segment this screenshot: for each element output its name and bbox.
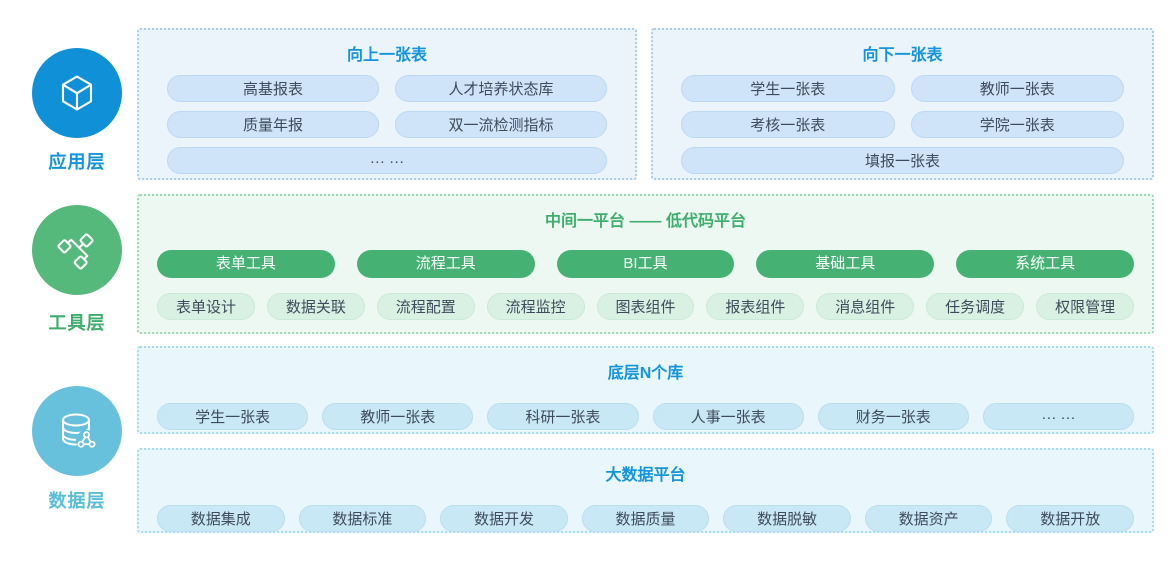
pill-feature-8: 权限管理 (1036, 293, 1135, 320)
pill-bigdata-0: 数据集成 (157, 505, 285, 532)
tool-pills-row: 表单工具 流程工具 BI工具 基础工具 系统工具 (139, 250, 1152, 278)
bigdata-platform-box: 大数据平台 数据集成 数据标准 数据开发 数据质量 数据脱敏 数据资产 数据开放 (137, 448, 1154, 533)
pill-bigdata-5: 数据资产 (864, 505, 993, 532)
pill-feature-6: 消息组件 (816, 293, 915, 320)
layer-data: 数据层 (22, 386, 132, 513)
pill-bigdata-2: 数据开发 (440, 505, 568, 532)
lowcode-platform-title: 中间一平台 —— 低代码平台 (545, 213, 746, 230)
bigdata-platform-title: 大数据平台 (605, 467, 686, 484)
pill-bigdata-1: 数据标准 (298, 505, 427, 532)
down-table-title: 向下一张表 (862, 47, 943, 64)
pill-feature-1: 数据关联 (266, 293, 365, 320)
up-table-pills: 高基报表 人才培养状态库 质量年报 双一流检测指标 ··· ··· (139, 65, 635, 174)
n-databases-pills: 学生一张表 教师一张表 科研一张表 人事一张表 财务一张表 ··· ··· (139, 403, 1152, 430)
pill-down-2: 考核一张表 (681, 111, 895, 138)
pill-down-3: 学院一张表 (910, 111, 1124, 138)
pill-ndb-4: 财务一张表 (817, 403, 969, 430)
layer-tool-label: 工具层 (48, 313, 106, 333)
sitemap-icon (32, 205, 122, 295)
layer-app: 应用层 (22, 48, 132, 174)
pill-up-0: 高基报表 (167, 75, 379, 102)
pill-bigdata-3: 数据质量 (581, 505, 710, 532)
pill-tool-3: 基础工具 (756, 250, 935, 278)
cube-icon (32, 48, 122, 138)
pill-ndb-1: 教师一张表 (322, 403, 474, 430)
pill-tool-4: 系统工具 (956, 250, 1134, 278)
lowcode-platform-box: 中间一平台 —— 低代码平台 表单工具 流程工具 BI工具 基础工具 系统工具 … (137, 194, 1154, 334)
pill-tool-0: 表单工具 (157, 250, 335, 278)
down-table-pills: 学生一张表 教师一张表 考核一张表 学院一张表 填报一张表 (653, 65, 1152, 174)
pill-feature-7: 任务调度 (926, 293, 1025, 320)
pill-tool-2: BI工具 (556, 250, 735, 278)
pill-ndb-3: 人事一张表 (652, 403, 804, 430)
pill-down-4: 填报一张表 (681, 147, 1124, 174)
pill-up-ellipsis: ··· ··· (167, 147, 607, 174)
pill-feature-5: 报表组件 (706, 293, 805, 320)
pill-feature-3: 流程监控 (486, 293, 585, 320)
pill-bigdata-4: 数据脱敏 (723, 505, 851, 532)
pill-down-1: 教师一张表 (910, 75, 1124, 102)
pill-up-1: 人才培养状态库 (395, 75, 607, 102)
pill-bigdata-6: 数据开放 (1006, 505, 1135, 532)
n-databases-box: 底层N个库 学生一张表 教师一张表 科研一张表 人事一张表 财务一张表 ··· … (137, 346, 1154, 434)
pill-tool-1: 流程工具 (356, 250, 535, 278)
pill-down-0: 学生一张表 (681, 75, 895, 102)
database-icon (32, 386, 122, 476)
n-databases-title: 底层N个库 (607, 365, 684, 382)
feature-pills-row: 表单设计 数据关联 流程配置 流程监控 图表组件 报表组件 消息组件 任务调度 … (139, 293, 1152, 320)
pill-up-2: 质量年报 (167, 111, 379, 138)
pill-feature-2: 流程配置 (376, 293, 475, 320)
layer-data-label: 数据层 (48, 491, 106, 511)
pill-feature-0: 表单设计 (157, 293, 255, 320)
pill-ndb-0: 学生一张表 (157, 403, 309, 430)
up-table-box: 向上一张表 高基报表 人才培养状态库 质量年报 双一流检测指标 ··· ··· (137, 28, 637, 180)
pill-feature-4: 图表组件 (596, 293, 695, 320)
layer-app-label: 应用层 (48, 152, 106, 172)
pill-ndb-ellipsis: ··· ··· (982, 403, 1135, 430)
pill-ndb-2: 科研一张表 (487, 403, 639, 430)
bigdata-pills: 数据集成 数据标准 数据开发 数据质量 数据脱敏 数据资产 数据开放 (139, 505, 1152, 532)
down-table-box: 向下一张表 学生一张表 教师一张表 考核一张表 学院一张表 填报一张表 (651, 28, 1154, 180)
layer-tool: 工具层 (22, 205, 132, 335)
up-table-title: 向上一张表 (346, 47, 427, 64)
pill-up-3: 双一流检测指标 (395, 111, 607, 138)
